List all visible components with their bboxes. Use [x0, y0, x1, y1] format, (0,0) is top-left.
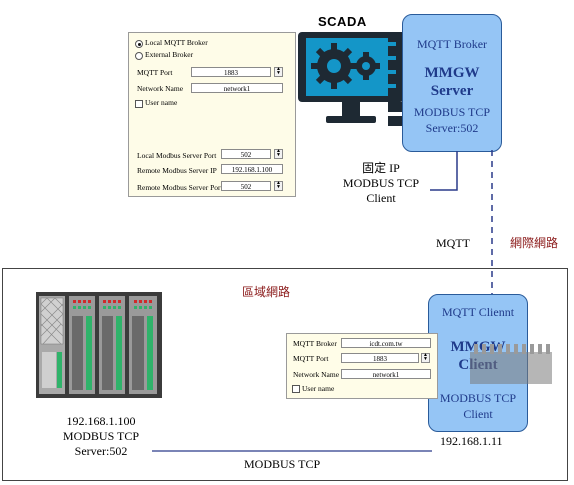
port-field[interactable]: 1883	[341, 353, 419, 363]
local-modbus-port-field[interactable]: 502	[221, 149, 271, 159]
user-name-label: User name	[145, 98, 178, 107]
plc-ip: 192.168.1.100	[66, 414, 136, 428]
lan-label: 區域網路	[242, 285, 291, 299]
server-rack-icon	[388, 32, 404, 126]
mqtt-link-label: MQTT	[436, 236, 470, 250]
plc-device-icon	[36, 292, 162, 398]
user-label: User name	[302, 384, 335, 393]
local-modbus-port-spinner[interactable]: ▲▼	[274, 149, 283, 159]
client-rack-icon	[470, 344, 552, 384]
remote-ip-field[interactable]: 192.168.1.100	[221, 164, 283, 174]
remote-port-spinner[interactable]: ▲▼	[274, 181, 283, 191]
local-broker-label: Local MQTT Broker	[145, 38, 208, 47]
mqtt-client-label: MQTT Cliennt	[441, 305, 515, 319]
modbus-client-label: MODBUS TCP	[439, 391, 517, 405]
user-checkbox[interactable]	[292, 385, 300, 393]
remote-port-label: Remote Modbus Server Port	[137, 183, 223, 192]
mqtt-port-label: MQTT Port	[137, 68, 173, 77]
network-name-label: Network Name	[137, 84, 184, 93]
top-config-panel: Local MQTT Broker External Broker MQTT P…	[128, 32, 296, 197]
client-role-label: Client	[463, 407, 493, 421]
local-modbus-port-label: Local Modbus Server Port	[137, 151, 217, 160]
mmgw-server-box: MQTT Broker MMGW Server MODBUS TCP Serve…	[402, 14, 502, 152]
local-broker-radio[interactable]	[135, 40, 143, 48]
remote-ip-label: Remote Modbus Server IP	[137, 166, 217, 175]
scada-monitor-icon	[298, 32, 404, 123]
client-ip-label: 192.168.1.11	[440, 434, 503, 448]
external-broker-radio[interactable]	[135, 52, 143, 60]
mqtt-port-field[interactable]: 1883	[191, 67, 271, 77]
mqtt-port-spinner[interactable]: ▲▼	[274, 67, 283, 77]
mqtt-broker-label: MQTT Broker	[416, 37, 488, 51]
fixed-ip-line2: MODBUS TCP	[342, 176, 420, 190]
modbus-tcp-label: MODBUS TCP	[413, 105, 491, 119]
modbus-link-label: MODBUS TCP	[244, 457, 321, 471]
bottom-config-panel: MQTT Broker icdt.com.tw MQTT Port 1883 ▲…	[286, 333, 438, 399]
scada-label: SCADA	[318, 14, 367, 29]
server-port-label: Server:502	[425, 121, 479, 135]
remote-port-field[interactable]: 502	[221, 181, 271, 191]
lan-boundary	[2, 268, 568, 481]
plc-port: Server:502	[74, 444, 128, 458]
server-label: Server	[430, 83, 474, 99]
network-name-field[interactable]: network1	[191, 83, 283, 93]
internet-label: 網際網路	[510, 236, 559, 250]
fixed-ip-label: 固定 IP MODBUS TCP Client	[326, 161, 436, 206]
fixed-ip-line3: Client	[366, 191, 396, 205]
port-spinner[interactable]: ▲▼	[421, 353, 430, 363]
broker-field[interactable]: icdt.com.tw	[341, 338, 431, 348]
fixed-ip-line1: 固定 IP	[362, 161, 400, 175]
user-name-checkbox[interactable]	[135, 100, 143, 108]
plc-label: 192.168.1.100 MODBUS TCP Server:502	[46, 414, 156, 459]
network-field[interactable]: network1	[341, 369, 431, 379]
external-broker-label: External Broker	[145, 50, 194, 59]
port-label: MQTT Port	[293, 354, 329, 363]
mmgw-label: MMGW	[424, 65, 480, 81]
plc-protocol: MODBUS TCP	[62, 429, 140, 443]
network-label: Network Name	[293, 370, 340, 379]
broker-label: MQTT Broker	[293, 339, 337, 348]
